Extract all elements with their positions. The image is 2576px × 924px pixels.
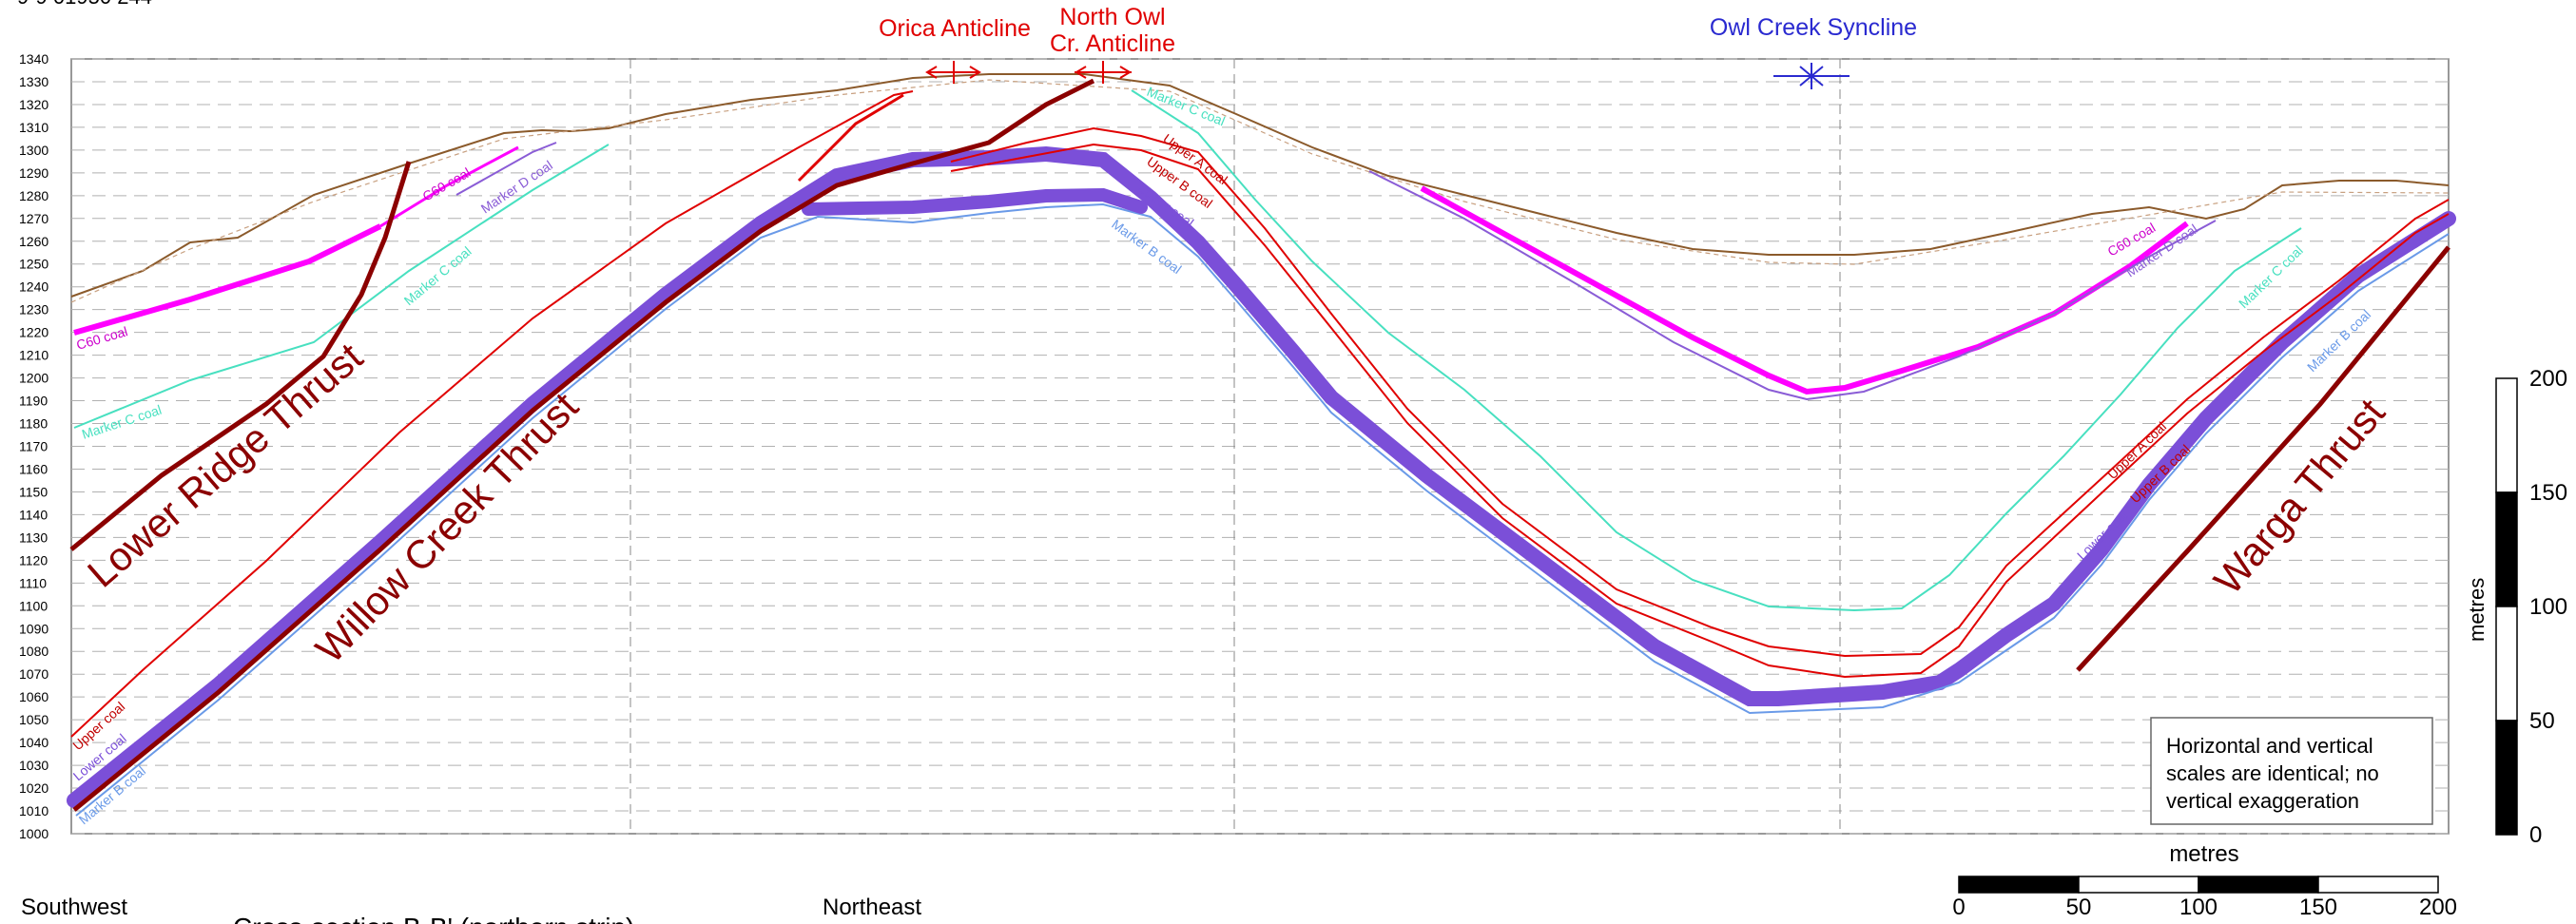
marker-c-coal-line: [73, 144, 610, 429]
lower-coal-inner: [802, 187, 1148, 216]
elevation-tick-1300: 1300: [19, 143, 48, 158]
elevation-tick-1030: 1030: [19, 758, 48, 773]
elevation-axis: 1340 1330 1320 1310 1300 1290 1280 1270 1260 1250…: [19, 51, 48, 841]
elevation-tick-1180: 1180: [19, 416, 48, 432]
elevation-tick-1260: 1260: [19, 234, 48, 249]
topography-dashed: [70, 79, 2450, 303]
elevation-tick-1060: 1060: [19, 689, 48, 704]
elevation-tick-1150: 1150: [19, 484, 48, 499]
lower-coal-band: [67, 145, 2456, 808]
horizontal-scale-tick-200: 200: [2419, 895, 2457, 920]
elevation-tick-1160: 1160: [19, 461, 48, 476]
warga-thrust-line: [2076, 245, 2450, 672]
horizontal-scale-tick-150: 150: [2299, 895, 2337, 920]
horizontal-scale-bar: [1958, 876, 2439, 894]
north-owl-label-line2: Cr. Anticline: [1050, 30, 1175, 57]
orica-anticline-symbol: [925, 61, 981, 84]
elevation-tick-1220: 1220: [19, 325, 48, 340]
elevation-tick-1230: 1230: [19, 302, 48, 318]
elevation-tick-1210: 1210: [19, 348, 48, 363]
elevation-tick-1080: 1080: [19, 644, 48, 659]
elevation-tick-1120: 1120: [19, 552, 48, 568]
scale-note-line1: Horizontal and vertical: [2166, 734, 2373, 758]
elevation-tick-1270: 1270: [19, 211, 48, 226]
c60-coal-label-west-upper: C60 coal: [420, 164, 474, 203]
horizontal-scale-tick-50: 50: [2066, 895, 2092, 920]
upper-coal-ridge: [797, 93, 904, 183]
elevation-tick-1100: 1100: [19, 598, 48, 613]
scale-note-line2: scales are identical; no: [2166, 761, 2379, 785]
vertical-scale-tick-150: 150: [2529, 480, 2567, 506]
vertical-scale-tick-100: 100: [2529, 594, 2567, 620]
elevation-tick-1010: 1010: [19, 803, 48, 818]
scale-note: Horizontal and vertical scales are ident…: [2150, 717, 2433, 825]
header-fragment: 9-9 01950 244: [17, 0, 152, 9]
elevation-tick-1320: 1320: [19, 97, 48, 112]
willow-creek-thrust-line: [72, 78, 1095, 812]
upper-a-coal-line: [950, 126, 2450, 658]
elevation-tick-1310: 1310: [19, 120, 48, 135]
scale-note-line3: vertical exaggeration: [2166, 789, 2359, 813]
elevation-tick-1190: 1190: [19, 394, 48, 409]
elevation-tick-1170: 1170: [19, 439, 48, 454]
direction-northeast: Northeast: [823, 895, 921, 920]
elevation-tick-1090: 1090: [19, 621, 48, 636]
upper-b-coal-line: [950, 143, 2450, 679]
marker-c-coal-east: [1131, 89, 2302, 612]
elevation-tick-1290: 1290: [19, 165, 48, 181]
topography-line: [70, 73, 2450, 298]
north-owl-anticline-symbol: [1075, 61, 1132, 84]
elevation-tick-1000: 1000: [19, 826, 48, 841]
elevation-tick-1250: 1250: [19, 257, 48, 272]
north-owl-label-line1: North Owl: [1059, 4, 1165, 30]
elevation-tick-1240: 1240: [19, 279, 48, 295]
horizontal-scale-tick-0: 0: [1952, 895, 1965, 920]
vertical-markers: [629, 59, 1841, 834]
elevation-tick-1110: 1110: [19, 575, 47, 590]
horizontal-scale-tick-100: 100: [2179, 895, 2218, 920]
direction-southwest: Southwest: [21, 895, 127, 920]
marker-d-coal-label-west: Marker D coal: [478, 157, 555, 216]
elevation-tick-1020: 1020: [19, 780, 48, 796]
lower-ridge-thrust-line: [69, 161, 412, 551]
elevation-tick-1070: 1070: [19, 666, 48, 682]
horizontal-scale-unit: metres: [2169, 841, 2238, 867]
elevation-grid: [71, 58, 2449, 835]
vertical-scale-bar: [2495, 377, 2518, 836]
elevation-tick-1280: 1280: [19, 188, 48, 203]
caption-fragment: Cross-section B-B' (northern strip): [233, 913, 634, 924]
elevation-tick-1050: 1050: [19, 712, 48, 727]
vertical-scale-tick-50: 50: [2529, 708, 2555, 734]
marker-b-coal-line: [75, 202, 2450, 817]
marker-d-coal-west: [455, 142, 557, 196]
orica-anticline-label: Orica Anticline: [879, 15, 1031, 42]
elevation-tick-1330: 1330: [19, 74, 48, 89]
c60-coal-west-upper: [379, 145, 519, 228]
elevation-tick-1340: 1340: [19, 51, 48, 67]
c60-coal-west: [73, 223, 382, 336]
owl-creek-syncline-label: Owl Creek Syncline: [1710, 14, 1917, 41]
upper-coal-line: [70, 90, 914, 738]
warga-thrust-label: Warga Thrust: [2205, 390, 2393, 603]
lower-ridge-thrust-label: Lower Ridge Thrust: [79, 334, 371, 596]
elevation-tick-1040: 1040: [19, 735, 48, 750]
owl-creek-syncline-symbol: [1773, 63, 1850, 89]
elevation-tick-1200: 1200: [19, 371, 48, 386]
marker-c-coal-label-east: Marker C coal: [2236, 242, 2306, 311]
elevation-tick-1130: 1130: [19, 529, 48, 545]
vertical-scale-tick-200: 200: [2529, 366, 2567, 392]
elevation-tick-1140: 1140: [19, 507, 48, 522]
vertical-scale-unit: metres: [2465, 578, 2489, 642]
vertical-scale-tick-0: 0: [2529, 822, 2542, 848]
marker-d-coal-east: [1368, 170, 2217, 401]
